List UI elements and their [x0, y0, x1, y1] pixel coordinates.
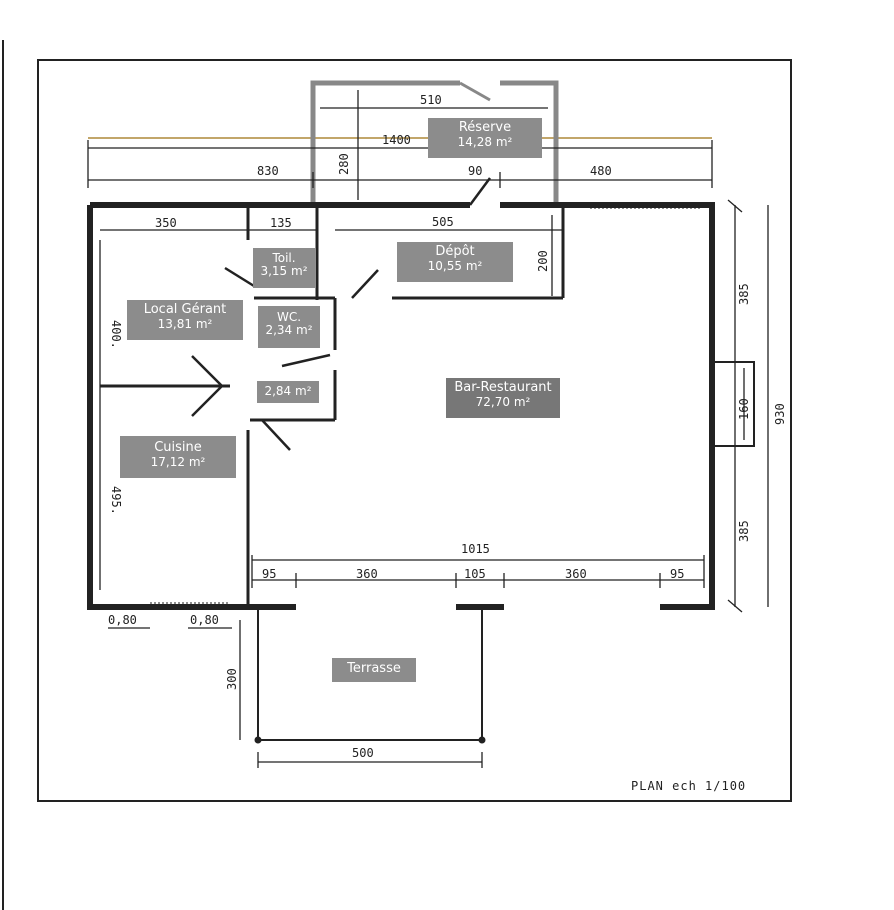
dim-1015: 1015	[461, 542, 490, 556]
reserve-area: 14,28 m²	[457, 135, 513, 149]
dim-200: 200	[536, 250, 550, 272]
dim-400: 400.	[109, 320, 123, 349]
dim-135: 135	[270, 216, 292, 230]
dim-080-right: 0,80	[190, 613, 219, 627]
dim-500: 500	[352, 746, 374, 760]
dim-95-right: 95	[670, 567, 684, 581]
drawing-frame	[37, 59, 792, 802]
dim-480: 480	[590, 164, 612, 178]
interior-walls	[100, 205, 565, 607]
doors	[191, 177, 492, 451]
dim-95-left: 95	[262, 567, 276, 581]
dim-280: 280	[337, 153, 351, 175]
room-label-depot: Dépôt 10,55 m²	[397, 242, 513, 282]
local-area: 13,81 m²	[157, 317, 213, 331]
room-label-wc: WC. 2,34 m²	[258, 306, 320, 348]
dim-160: 160	[737, 398, 751, 420]
room-label-bar-restaurant: Bar-Restaurant 72,70 m²	[446, 378, 560, 418]
room-label-terrasse: Terrasse	[332, 658, 416, 682]
room-label-cuisine: Cuisine 17,12 m²	[120, 436, 236, 478]
reserve-extension-walls	[310, 80, 559, 205]
cuisine-area: 17,12 m²	[150, 455, 206, 469]
terrasse-outline	[254, 610, 486, 744]
dimension-ticks	[87, 140, 743, 768]
room-label-reserve: Réserve 14,28 m²	[428, 118, 542, 158]
room-label-local-gerant: Local Gérant 13,81 m²	[127, 300, 243, 340]
depot-area: 10,55 m²	[427, 259, 483, 273]
plan-caption: PLAN ech 1/100	[631, 779, 746, 793]
dim-385-bottom: 385	[737, 520, 751, 542]
room-label-couloir: 2,84 m²	[257, 381, 319, 403]
toilette-name: Toil.	[272, 251, 296, 265]
wall-hatching	[150, 207, 700, 604]
dim-080-left: 0,80	[108, 613, 137, 627]
dim-105: 105	[464, 567, 486, 581]
couloir-area: 2,84 m²	[264, 384, 312, 398]
dim-300: 300	[225, 668, 239, 690]
dim-510: 510	[420, 93, 442, 107]
dim-385-top: 385	[737, 283, 751, 305]
room-label-toilette: Toil. 3,15 m²	[253, 248, 315, 288]
cuisine-name: Cuisine	[154, 440, 202, 455]
dim-360-right: 360	[565, 567, 587, 581]
dim-90: 90	[468, 164, 482, 178]
toilette-area: 3,15 m²	[260, 264, 308, 278]
dim-495: 495.	[109, 486, 123, 515]
wc-area: 2,34 m²	[265, 323, 313, 337]
dim-350: 350	[155, 216, 177, 230]
dim-830: 830	[257, 164, 279, 178]
bar-area: 72,70 m²	[475, 395, 531, 409]
dim-360-left: 360	[356, 567, 378, 581]
local-name: Local Gérant	[143, 302, 227, 317]
terrasse-name: Terrasse	[347, 661, 401, 676]
dim-1400: 1400	[382, 133, 411, 147]
dimension-lines	[88, 90, 769, 763]
window-right	[712, 361, 755, 447]
dim-505: 505	[432, 215, 454, 229]
wc-name: WC.	[276, 310, 302, 324]
depot-name: Dépôt	[435, 244, 475, 259]
dimension-labels: 510 1400 830 90 480 350 135 505 1015 95 …	[108, 93, 787, 793]
reserve-name: Réserve	[458, 120, 512, 135]
bar-name: Bar-Restaurant	[454, 380, 552, 395]
exterior-walls	[87, 202, 715, 610]
dim-930: 930	[773, 403, 787, 425]
